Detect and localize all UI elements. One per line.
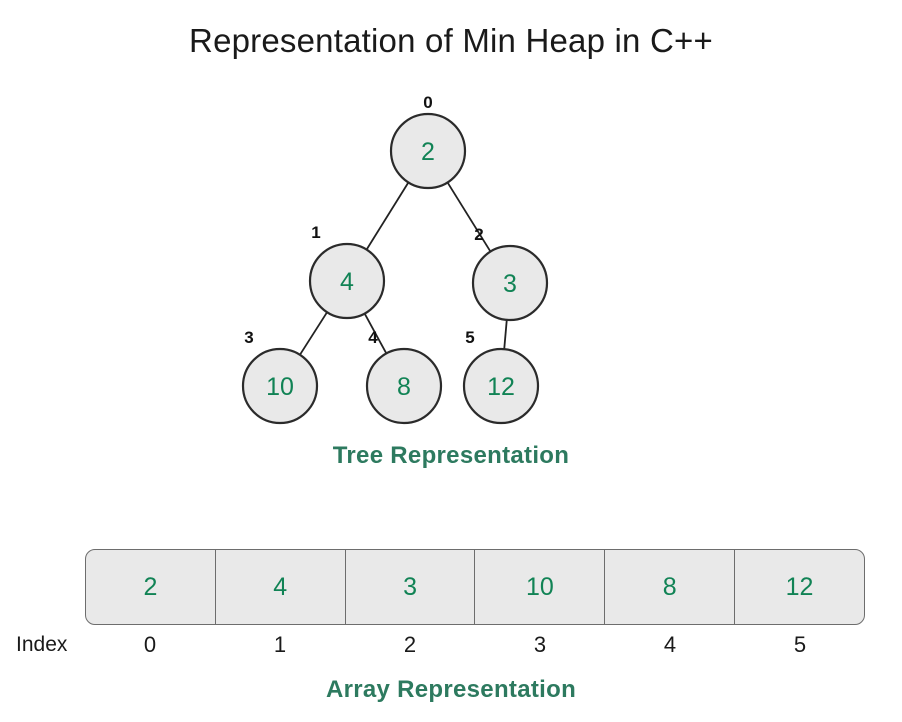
tree-node-circle[interactable] xyxy=(365,347,443,425)
tree-edge xyxy=(299,311,328,356)
tree-edge xyxy=(365,181,410,251)
tree-node[interactable]: 32 xyxy=(471,225,549,322)
array-cell[interactable]: 10 xyxy=(475,550,606,624)
tree-node-index-label: 0 xyxy=(423,93,432,112)
tree-node-index-label: 2 xyxy=(474,225,483,244)
tree-node-index-label: 3 xyxy=(244,328,253,347)
tree-node[interactable]: 41 xyxy=(308,223,386,320)
array-cell[interactable]: 4 xyxy=(216,550,346,624)
array-cell[interactable]: 2 xyxy=(86,550,216,624)
tree-edge xyxy=(503,319,508,350)
array-index-cell: 3 xyxy=(533,632,547,657)
array-cell[interactable]: 12 xyxy=(785,572,814,601)
tree-node-circle[interactable] xyxy=(241,347,319,425)
array-index-cell: 4 xyxy=(663,632,677,657)
tree-caption: Tree Representation xyxy=(332,442,570,469)
array-cell[interactable]: 3 xyxy=(346,550,476,624)
tree-node-circle[interactable] xyxy=(308,242,386,320)
tree-node-circle[interactable] xyxy=(462,347,540,425)
tree-node[interactable]: 84 xyxy=(365,328,443,425)
tree-node-value: 4 xyxy=(340,268,354,296)
page-title: Representation of Min Heap in C++ xyxy=(189,22,713,59)
array-index-cell: 1 xyxy=(273,632,287,657)
tree-edge xyxy=(363,313,388,354)
array-caption: Array Representation xyxy=(325,676,577,703)
tree-node-circle[interactable] xyxy=(389,112,467,190)
tree-node-value: 10 xyxy=(266,373,294,401)
tree-node[interactable]: 10 3 xyxy=(241,328,319,425)
tree-edge-group xyxy=(299,181,508,356)
tree-node-index-label: 1 xyxy=(311,223,320,242)
array-index-cell: 2 xyxy=(403,632,417,657)
tree-node-value: 3 xyxy=(503,270,517,298)
tree-node-value: 12 xyxy=(487,373,515,401)
array-cell[interactable]: 8 xyxy=(605,550,736,624)
array-index-cell: 5 xyxy=(793,632,807,657)
tree-node-value: 2 xyxy=(421,138,435,166)
tree-node-index-label: 5 xyxy=(465,328,474,347)
tree-node-value: 8 xyxy=(397,373,411,401)
array-index-cell: 0 xyxy=(143,632,157,657)
tree-edge xyxy=(446,181,492,253)
array-index-row: 0 1 2 3 4 5 xyxy=(85,632,865,658)
tree-node[interactable]: 12 5 xyxy=(462,328,540,425)
index-row-label: Index xyxy=(16,633,68,656)
tree-node-circle[interactable] xyxy=(471,244,549,322)
tree-node-index-label: 4 xyxy=(368,328,378,347)
tree-node[interactable]: 20 xyxy=(389,93,467,190)
